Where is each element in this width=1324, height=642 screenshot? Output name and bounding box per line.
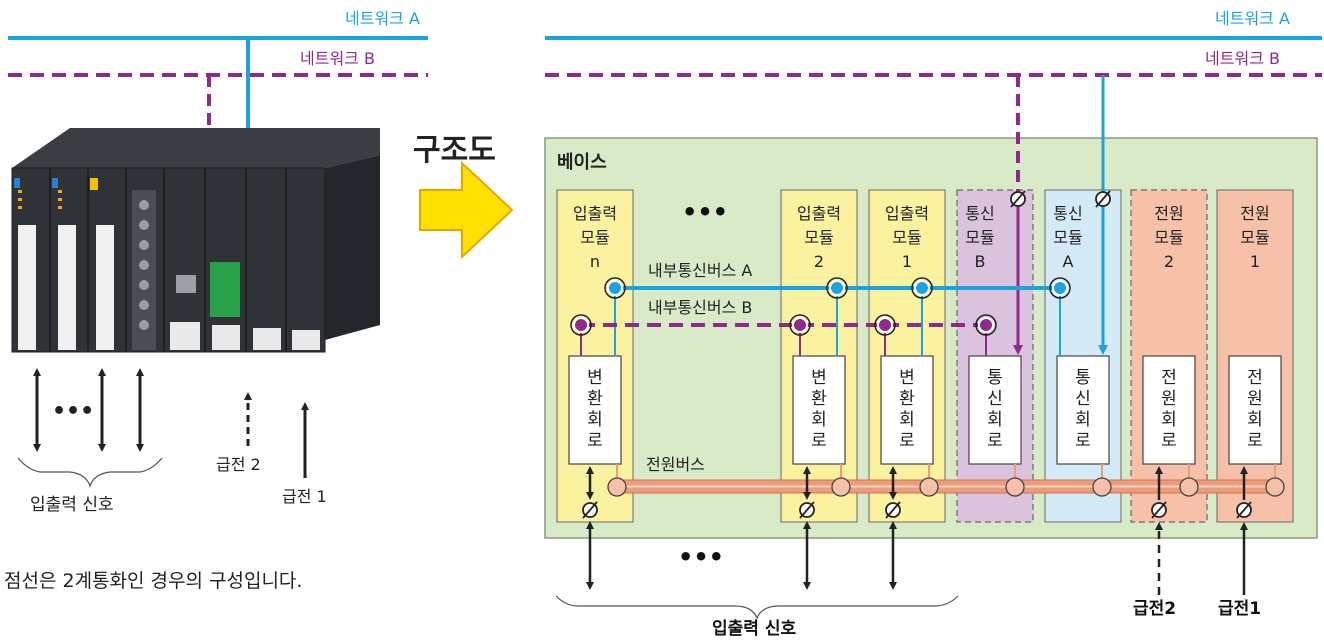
internal-bus-b: [570, 314, 997, 356]
circuit-box-io-n: [568, 355, 622, 465]
left-network-b-label: 네트워크 B: [300, 49, 375, 68]
circuit-box-comm-a: [1056, 355, 1110, 465]
module-io-n-sub: 모듈: [580, 228, 609, 247]
right-network-b-label: 네트워크 B: [1205, 49, 1280, 68]
circuit-boxes: [568, 355, 1282, 465]
module-power-1-sub: 모듈: [1240, 228, 1269, 247]
top-ellipsis: •••: [682, 198, 728, 226]
left-io-signal-label: 입출력 신호: [30, 495, 114, 515]
circuit-box-power-1: [1228, 355, 1282, 465]
big-yellow-arrow: [419, 160, 514, 260]
module-power-2-sub: 모듈: [1154, 228, 1183, 247]
circuit-box-comm-b: [968, 355, 1022, 465]
circuit-box-io-1: [880, 355, 934, 465]
io-internal-arrows: [586, 466, 1248, 500]
module-power-2-id: 2: [1164, 252, 1174, 271]
right-network-a-label: 네트워크 A: [1215, 9, 1290, 28]
left-io-brace: [17, 457, 163, 488]
plc-device-illustration: [11, 128, 380, 353]
module-headers: 입출력 모듈 n 입출력 모듈 2 입출력 모듈 1 통신 모듈 B 통신 모듈…: [573, 204, 1270, 271]
left-power1-label: 급전 1: [282, 487, 327, 506]
base-label: 베이스: [557, 152, 607, 173]
module-io-n-title: 입출력: [573, 204, 617, 223]
module-comm-a-id: A: [1063, 252, 1074, 271]
module-comm-a-title: 통신: [1053, 204, 1082, 223]
module-power-1-id: 1: [1250, 252, 1260, 271]
power-bus: [607, 464, 1285, 497]
module-io-n-id: n: [590, 252, 600, 271]
left-power2-label: 급전 2: [216, 455, 261, 474]
module-io-1-title: 입출력: [885, 204, 929, 223]
external-io-arrows: [586, 521, 1248, 595]
module-power-1-title: 전원: [1240, 204, 1269, 223]
left-network-a-label: 네트워크 A: [345, 9, 420, 28]
module-comm-b-title: 통신: [965, 204, 994, 223]
module-comm-a-sub: 모듈: [1053, 228, 1082, 247]
left-power-arrows: [244, 392, 309, 478]
module-power-2-title: 전원: [1154, 204, 1183, 223]
internal-bus-a: [604, 277, 1071, 356]
bottom-connectors: [582, 501, 1252, 519]
right-power2-label: 급전2: [1133, 599, 1176, 619]
left-ellipsis: •••: [52, 399, 94, 424]
right-io-signal-label: 입출력 신호: [712, 619, 796, 638]
bus-a-label: 내부통신버스 A: [648, 261, 752, 280]
left-io-arrows: [33, 368, 144, 452]
circuit-box-io-2: [792, 355, 846, 465]
module-io-2-title: 입출력: [797, 204, 841, 223]
net-connectors: [1010, 190, 1111, 208]
bus-b-label: 내부통신버스 B: [648, 298, 752, 317]
right-power1-label: 급전1: [1218, 599, 1261, 619]
module-io-1-sub: 모듈: [892, 228, 921, 247]
module-io-2-sub: 모듈: [804, 228, 833, 247]
structure-label: 구조도: [413, 133, 496, 168]
module-comm-b-id: B: [975, 252, 986, 271]
module-comm-b-sub: 모듈: [965, 228, 994, 247]
power-bus-label: 전원버스: [646, 455, 705, 474]
module-io-1-id: 1: [902, 252, 912, 271]
module-io-2-id: 2: [814, 252, 824, 271]
right-io-brace: [555, 595, 959, 620]
footnote: 점선은 2계통화인 경우의 구성입니다.: [4, 570, 303, 592]
bottom-ellipsis: •••: [678, 543, 724, 571]
circuit-box-power-2: [1142, 355, 1196, 465]
